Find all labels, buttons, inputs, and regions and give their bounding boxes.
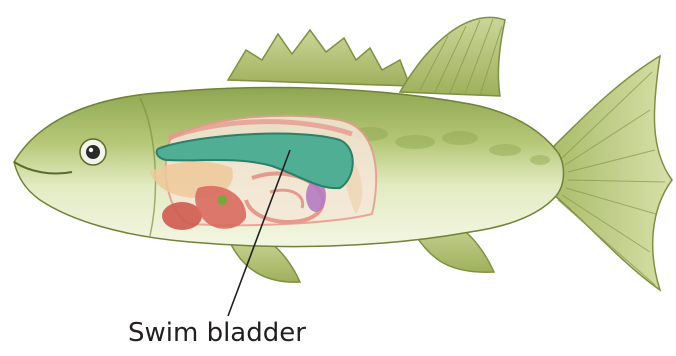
tail-fin bbox=[548, 56, 672, 290]
swim-bladder-label: Swim bladder bbox=[128, 318, 306, 348]
eye bbox=[80, 139, 106, 165]
dorsal-fin-spiny bbox=[228, 30, 410, 86]
